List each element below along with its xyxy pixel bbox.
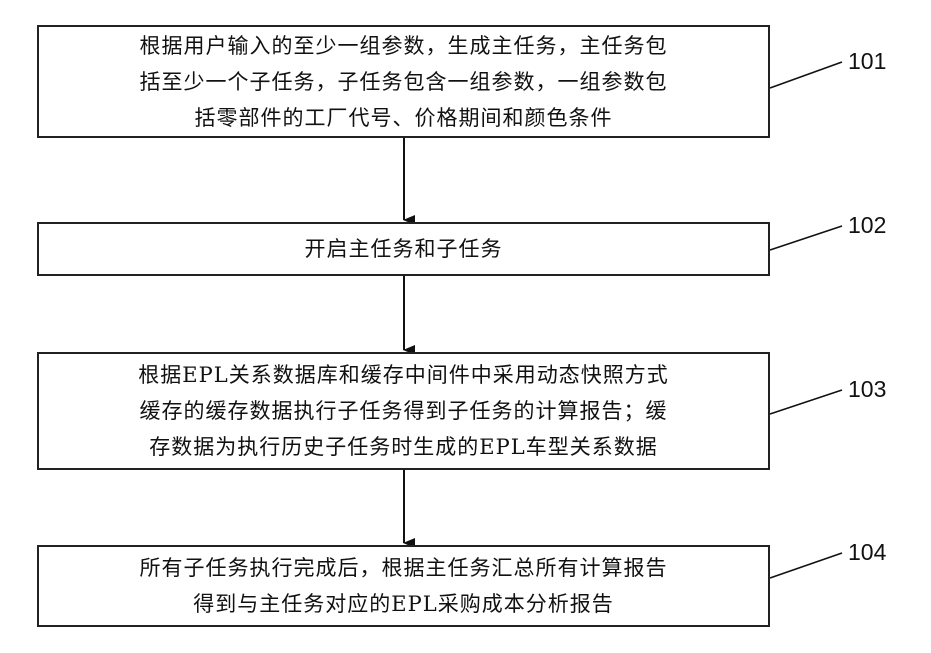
step-text-104: 所有子任务执行完成后，根据主任务汇总所有计算报告 得到与主任务对应的EPL采购成… xyxy=(39,550,768,622)
step-box-104: 所有子任务执行完成后，根据主任务汇总所有计算报告 得到与主任务对应的EPL采购成… xyxy=(37,545,770,627)
leader-101 xyxy=(770,62,842,88)
step-label-102: 102 xyxy=(848,212,886,239)
leader-104 xyxy=(770,553,842,578)
step-line: 根据EPL关系数据库和缓存中间件中采用动态快照方式 xyxy=(47,357,760,393)
step-box-103: 根据EPL关系数据库和缓存中间件中采用动态快照方式 缓存的缓存数据执行子任务得到… xyxy=(37,352,770,470)
step-text-103: 根据EPL关系数据库和缓存中间件中采用动态快照方式 缓存的缓存数据执行子任务得到… xyxy=(39,357,768,465)
step-line: 开启主任务和子任务 xyxy=(47,231,760,267)
step-line: 得到与主任务对应的EPL采购成本分析报告 xyxy=(47,586,760,622)
step-line: 存数据为执行历史子任务时生成的EPL车型关系数据 xyxy=(47,429,760,465)
step-label-101: 101 xyxy=(848,48,886,75)
step-box-101: 根据用户输入的至少一组参数，生成主任务，主任务包 括至少一个子任务，子任务包含一… xyxy=(37,25,770,138)
step-box-102: 开启主任务和子任务 xyxy=(37,222,770,276)
step-label-103: 103 xyxy=(848,376,886,403)
step-label-104: 104 xyxy=(848,539,886,566)
leader-102 xyxy=(770,226,842,250)
step-line: 根据用户输入的至少一组参数，生成主任务，主任务包 xyxy=(47,28,760,64)
step-line: 括至少一个子任务，子任务包含一组参数，一组参数包 xyxy=(47,64,760,100)
step-line: 括零部件的工厂代号、价格期间和颜色条件 xyxy=(47,100,760,136)
leader-103 xyxy=(770,390,842,414)
step-line: 所有子任务执行完成后，根据主任务汇总所有计算报告 xyxy=(47,550,760,586)
step-text-101: 根据用户输入的至少一组参数，生成主任务，主任务包 括至少一个子任务，子任务包含一… xyxy=(39,28,768,136)
step-text-102: 开启主任务和子任务 xyxy=(39,231,768,267)
step-line: 缓存的缓存数据执行子任务得到子任务的计算报告；缓 xyxy=(47,393,760,429)
